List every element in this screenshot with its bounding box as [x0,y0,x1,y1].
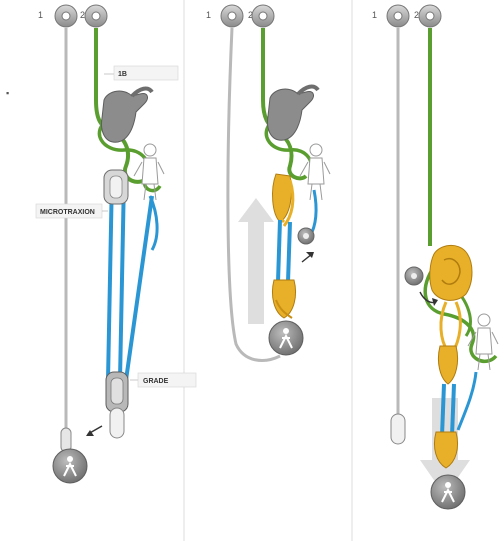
anchor-bolt-2 [85,5,107,27]
load-victim [269,321,303,355]
grab-handle [298,228,314,244]
blue-rope-right [458,372,476,430]
backup-rope-carabiner [61,428,71,452]
step-number-2: 2 [80,10,85,20]
blue-rope-middle [452,384,454,436]
step-number-1: 1 [372,10,377,20]
panel-1: 1 2 [36,5,196,483]
blue-rope-right [126,196,152,380]
side-mark: ▪ [6,88,9,98]
upper-pulley-yellow [438,346,457,384]
callout-microtraxion-text: MICROTRAXION [40,209,95,216]
grab-handle [405,267,423,285]
upper-pulley-sheave [110,176,122,198]
callout-grade-text: GRADE [143,378,169,385]
load-victim [431,475,465,509]
blue-rope-left [442,384,444,436]
panel-3: 1 2 [372,5,498,509]
step-number-1: 1 [206,10,211,20]
blue-rope-middle [288,222,290,282]
callout-1b: 1B [104,66,178,80]
load-victim [53,449,87,483]
lift-direction-arrow [238,198,274,324]
descender-device [102,91,148,142]
callout-grade: GRADE [130,373,196,387]
anchor-bolt-2 [252,5,274,27]
step-number-2: 2 [414,10,419,20]
descender-device [268,89,314,140]
lower-carabiner [110,408,124,438]
callout-microtraxion: MICROTRAXION [36,204,108,218]
blue-rope-left [108,176,112,380]
anchor-bolt-1 [221,5,243,27]
step-number-1: 1 [38,10,43,20]
blue-rope-left [278,220,280,282]
descender-device-yellow [430,245,472,300]
lower-pulley-sheave [111,378,123,404]
anchor-bolt-1 [387,5,409,27]
anchor-bolt-1 [55,5,77,27]
backup-rope-carabiner [391,414,405,444]
anchor-bolt-2 [419,5,441,27]
panel-2: 1 2 [206,5,330,360]
callout-1b-text: 1B [118,71,127,78]
blue-rope-middle [120,178,124,380]
